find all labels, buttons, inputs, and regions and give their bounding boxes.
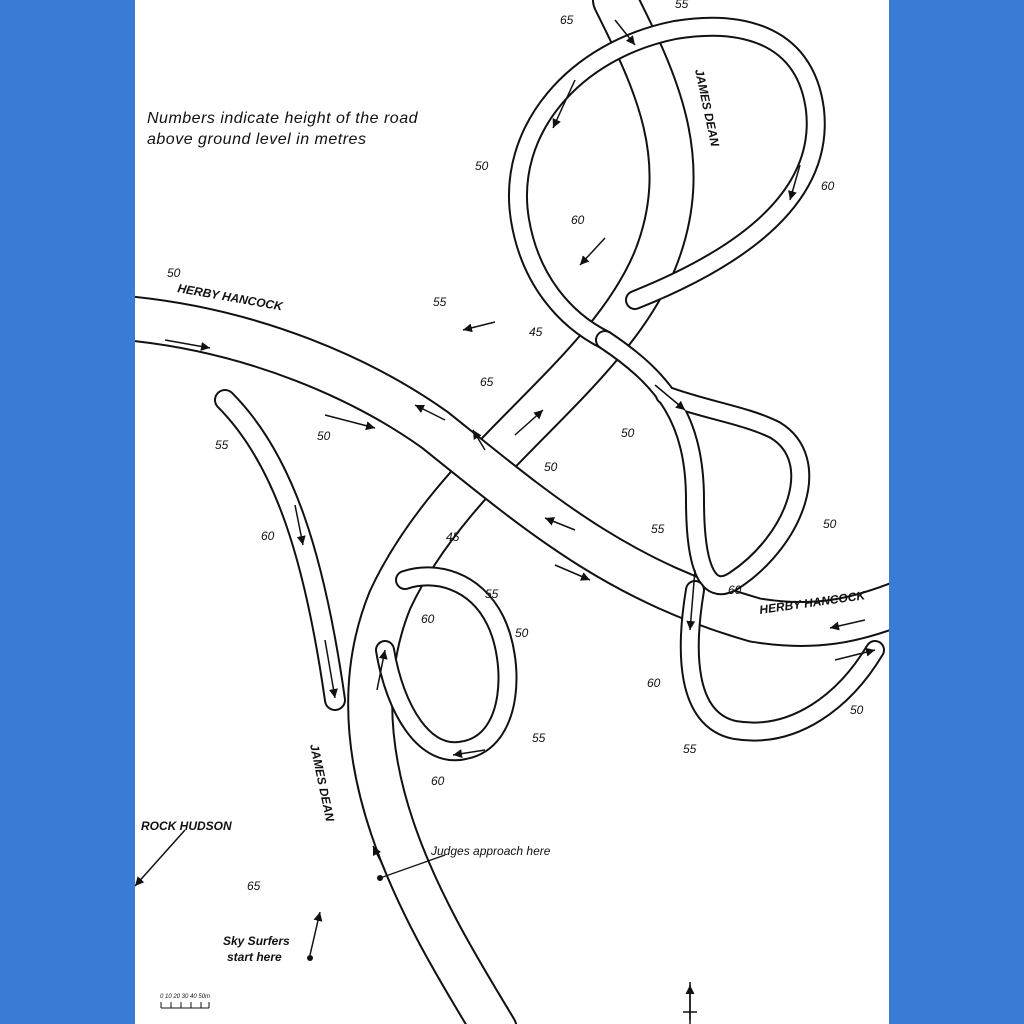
height-label: 60 xyxy=(571,213,585,227)
road-lower-mid-loop xyxy=(375,566,518,762)
height-label: 60 xyxy=(261,529,275,543)
height-label: 55 xyxy=(485,587,499,601)
height-label: 50 xyxy=(621,426,635,440)
height-label: 60 xyxy=(431,774,445,788)
road-right-loop xyxy=(595,330,811,596)
height-label: 45 xyxy=(529,325,543,339)
height-label: 65 xyxy=(480,375,494,389)
height-label: 50 xyxy=(850,703,864,717)
road-lower-right-loop xyxy=(679,580,885,742)
height-label: 55 xyxy=(215,438,229,452)
road-left-ramp xyxy=(214,389,346,711)
scale-bar-graphic xyxy=(160,1002,210,1009)
height-label: 50 xyxy=(475,159,489,173)
scale-bar-label: 0 10 20 30 40 50m xyxy=(160,994,210,1000)
height-label: 50 xyxy=(167,266,181,280)
road-label-james-dean-top: JAMES DEAN xyxy=(692,68,722,148)
judges-label: Judges approach here xyxy=(430,844,551,858)
legend-note: Numbers indicate height of the road abov… xyxy=(147,110,418,148)
height-label: 50 xyxy=(823,517,837,531)
sky-surfers-point xyxy=(307,955,313,961)
height-label: 50 xyxy=(515,626,529,640)
height-label: 45 xyxy=(446,530,460,544)
height-label: 65 xyxy=(247,879,261,893)
height-label: 50 xyxy=(317,429,331,443)
road-top-loop xyxy=(508,16,826,350)
height-label: 60 xyxy=(421,612,435,626)
road-herby-hancock xyxy=(135,295,889,647)
height-label: 65 xyxy=(560,13,574,27)
height-label: 55 xyxy=(683,742,697,756)
height-label: 55 xyxy=(433,295,447,309)
height-label: 55 xyxy=(532,731,546,745)
north-arrow-icon xyxy=(683,982,697,1024)
judges-leader xyxy=(379,854,446,879)
height-label: 60 xyxy=(728,583,742,597)
judges-point xyxy=(377,875,383,881)
height-label: 55 xyxy=(651,522,665,536)
height-label: 60 xyxy=(821,179,835,193)
road-label-james-dean-bottom: JAMES DEAN xyxy=(307,743,337,823)
height-label: 50 xyxy=(544,460,558,474)
sky-surfers-label-2: start here xyxy=(227,950,282,964)
height-label: 60 xyxy=(647,676,661,690)
road-diagram: 0 10 20 30 40 50m JAMES DEAN JAMES DEAN … xyxy=(135,0,889,1024)
height-labels: 65 55 50 60 60 50 55 45 65 55 50 50 50 6… xyxy=(167,0,864,893)
road-label-rock-hudson: ROCK HUDSON xyxy=(141,819,232,833)
direction-arrows xyxy=(164,19,876,1020)
rock-hudson-arrow xyxy=(135,829,186,887)
map-sheet: Numbers indicate height of the road abov… xyxy=(135,0,889,1024)
height-label: 55 xyxy=(675,0,689,11)
sky-surfers-label-1: Sky Surfers xyxy=(223,934,290,948)
